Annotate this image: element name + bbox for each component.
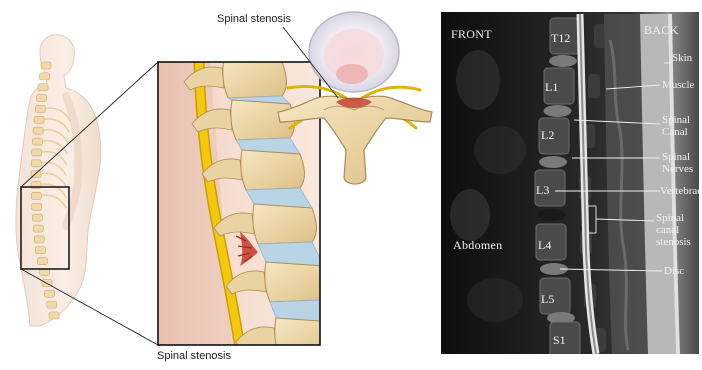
spine-segment xyxy=(37,258,47,265)
vertebra-label-l3: L3 xyxy=(536,183,549,198)
mri-disc xyxy=(538,209,566,221)
spine-segment xyxy=(31,192,41,199)
spinal-nerves-label: Spinal Nerves xyxy=(662,151,700,175)
front-label: FRONT xyxy=(451,27,492,42)
spine-segment xyxy=(32,203,42,210)
spine-segment xyxy=(32,138,42,145)
disc-label: Disc xyxy=(664,265,684,277)
vertebra-label-s1: S1 xyxy=(553,333,566,348)
vertebra-label-l2: L2 xyxy=(541,128,554,143)
vertebrae-label: Vertebrae xyxy=(660,185,702,197)
spine-segment xyxy=(35,247,45,254)
abdomen-label: Abdomen xyxy=(453,238,502,253)
spine-segment xyxy=(38,84,48,91)
spinal-canal-stenosis-label: Spinal canal stenosis xyxy=(656,212,702,248)
mri-disc xyxy=(549,55,577,67)
spine-segment xyxy=(34,116,44,123)
vertebra-label-l5: L5 xyxy=(541,292,554,307)
mri-posterior-element xyxy=(588,74,600,98)
spine-segment xyxy=(34,236,44,243)
spine-segment xyxy=(47,301,57,308)
spinal-canal-label: Spinal Canal xyxy=(662,114,700,138)
spine-segment xyxy=(40,73,50,80)
spine-segment xyxy=(33,127,43,134)
mri-disc xyxy=(544,105,572,117)
spine-segment xyxy=(32,149,42,156)
spinal-stenosis-top-label: Spinal stenosis xyxy=(217,13,291,25)
spine-segment xyxy=(31,160,41,167)
mri-posterior-element xyxy=(594,24,606,48)
vertebra-label-l4: L4 xyxy=(538,238,551,253)
back-label: BACK xyxy=(644,23,679,38)
spine-segment xyxy=(49,312,59,319)
spine-segment xyxy=(33,225,43,232)
skin-label: Skin xyxy=(672,52,692,64)
spine-segment xyxy=(32,214,42,221)
vertebra-label-t12: T12 xyxy=(551,31,570,46)
muscle-label: Muscle xyxy=(662,79,694,91)
spine-segment xyxy=(41,62,51,69)
spinal-stenosis-bottom-label: Spinal stenosis xyxy=(157,350,231,362)
mri-disc xyxy=(539,156,567,168)
spine-segment xyxy=(37,95,47,102)
spine-segment xyxy=(44,290,54,297)
vertebra-label-l1: L1 xyxy=(545,80,558,95)
spine-segment xyxy=(35,105,45,112)
